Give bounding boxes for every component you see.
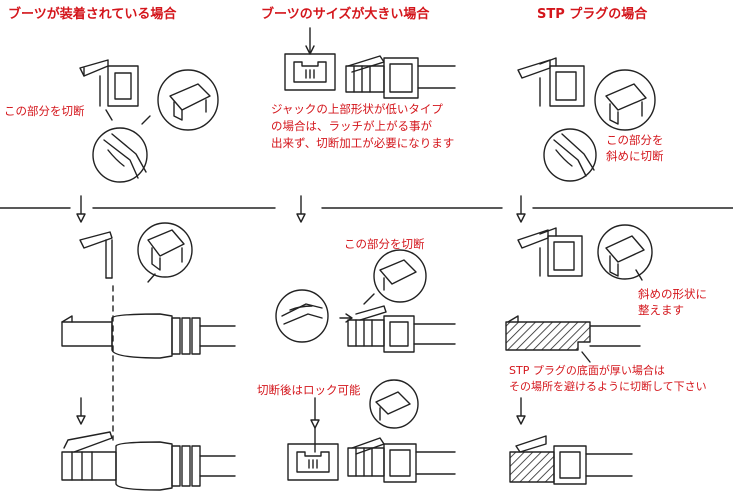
callout-cut-here: この部分を切断 <box>4 104 85 118</box>
stp-plug-cut <box>517 227 583 277</box>
latch-zoom-icon <box>363 249 427 305</box>
stp-plug-top <box>517 57 585 107</box>
callout-low-jack-1: ジャックの上部形状が低いタイプ <box>271 102 443 116</box>
heading-boot-attached: ブーツが装着されている場合 <box>8 7 177 22</box>
cutter-icon <box>92 109 148 183</box>
stp-plug-finished <box>509 435 633 485</box>
arrow-down-icon <box>76 397 86 425</box>
callout-low-jack-3: 出来ず、切断加工が必要になります <box>271 136 455 150</box>
plug-cut-boot <box>79 231 113 279</box>
latch-zoom-icon <box>597 224 653 281</box>
jack-front <box>287 427 339 481</box>
callout-shape-2: 整えます <box>638 303 684 317</box>
cable-plug-bottom <box>61 431 236 491</box>
arrow-down-icon <box>516 195 526 223</box>
plug-in-jack <box>347 437 456 483</box>
arrow-down-icon <box>310 397 320 429</box>
arrow-down-icon <box>296 195 306 223</box>
arrow-down-icon <box>76 195 86 223</box>
callout-lock-after-cut: 切断後はロック可能 <box>257 383 361 397</box>
plug-with-large-boot <box>345 55 456 99</box>
latch-zoom-icon <box>594 69 656 131</box>
callout-cut-here-mid: この部分を切断 <box>344 237 425 251</box>
callout-shape-1: 斜めの形状に <box>638 287 707 301</box>
callout-diagonal-1: この部分を <box>606 133 664 147</box>
plug-cut-boot-mid <box>339 305 456 353</box>
callout-stp-thick-2: その場所を避けるように切断して下さい <box>509 380 707 393</box>
cutter-icon <box>543 128 597 182</box>
plug-with-boot-top <box>79 59 139 107</box>
callout-stp-thick-1: STP プラグの底面が厚い場合は <box>509 364 665 377</box>
cutter-icon <box>275 289 329 343</box>
cable-with-boot <box>61 313 236 359</box>
jack-front <box>284 27 336 91</box>
stp-plug-side-hatched <box>505 315 641 363</box>
latch-zoom-icon <box>141 69 219 131</box>
latch-zoom-icon <box>369 379 419 429</box>
callout-diagonal-2: 斜めに切断 <box>606 149 664 163</box>
arrow-down-icon <box>516 397 526 425</box>
callout-low-jack-2: の場合は、ラッチが上がる事が <box>271 119 432 133</box>
heading-boot-large: ブーツのサイズが大きい場合 <box>261 7 430 22</box>
latch-zoom-icon <box>137 222 193 283</box>
heading-stp-plug: STP プラグの場合 <box>537 7 648 22</box>
